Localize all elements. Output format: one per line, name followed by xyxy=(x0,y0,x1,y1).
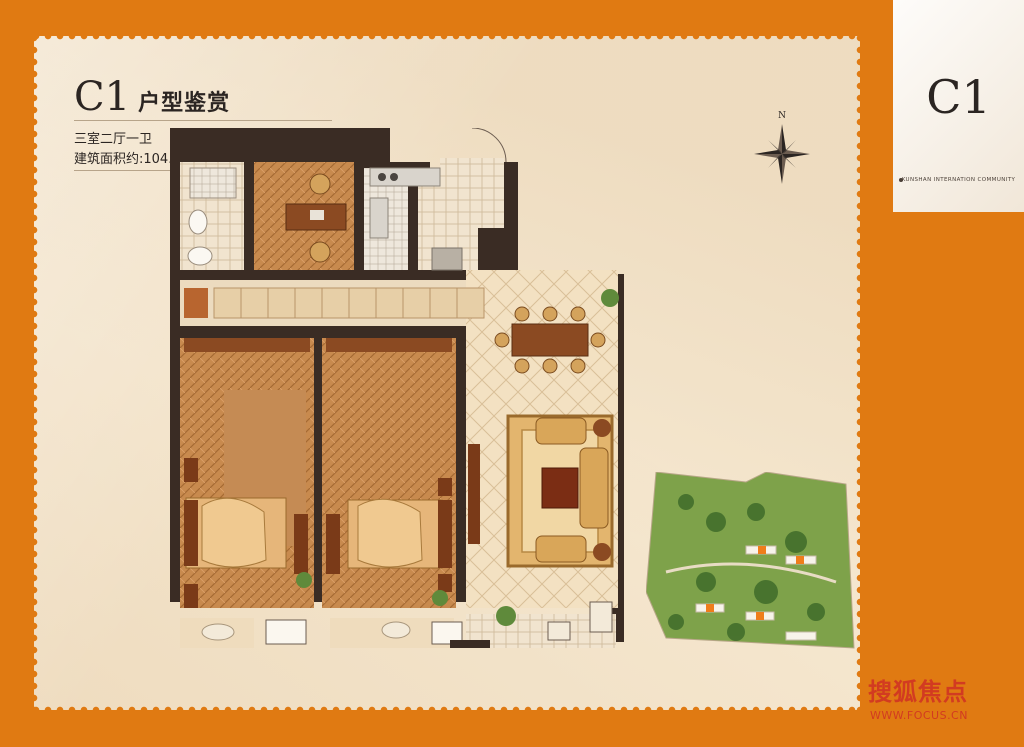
site-plan-map xyxy=(646,472,855,649)
entry-door xyxy=(471,128,507,163)
watermark-brand: 搜狐焦点 xyxy=(868,678,968,706)
north-label: N xyxy=(778,111,786,121)
title-divider xyxy=(74,120,332,121)
room-layout-text: 三室二厅一卫 xyxy=(74,132,153,147)
dining-table xyxy=(494,306,606,374)
bathroom-fixtures xyxy=(187,167,237,266)
bullet-icon xyxy=(899,178,903,182)
ac-unit xyxy=(450,640,490,648)
unit-tag-panel: C1 KUNSHAN INTERNATION COMMUNITY xyxy=(893,0,1024,212)
unit-type-code: C1 xyxy=(74,74,131,120)
plant-icon xyxy=(432,590,448,606)
community-name: KUNSHAN INTERNATION COMMUNITY xyxy=(901,177,1016,183)
title-row: C1 户型鉴赏 xyxy=(74,74,230,120)
kitchen-counter xyxy=(369,167,463,271)
plant-icon xyxy=(601,289,619,307)
compass-rose-icon: N xyxy=(754,111,810,184)
corridor-cabinets xyxy=(184,287,485,319)
balcony-furniture xyxy=(201,601,613,645)
master-bed xyxy=(184,338,310,608)
floorplan-card: C1 户型鉴赏 三室二厅一卫 建筑面积约:104.64~109.6m² N xyxy=(30,32,864,714)
tag-unit-code: C1 xyxy=(926,70,991,124)
plant-icon xyxy=(296,572,312,588)
entry-floor xyxy=(440,158,504,228)
second-bed xyxy=(326,338,452,592)
page-title: 户型鉴赏 xyxy=(138,90,231,116)
watermark-url: WWW.FOCUS.CN xyxy=(870,709,968,722)
study-desk xyxy=(285,173,347,263)
watermark: 搜狐焦点 WWW.FOCUS.CN xyxy=(868,672,1008,732)
floor-plan-illustration xyxy=(170,128,624,648)
living-room-set xyxy=(468,414,614,568)
